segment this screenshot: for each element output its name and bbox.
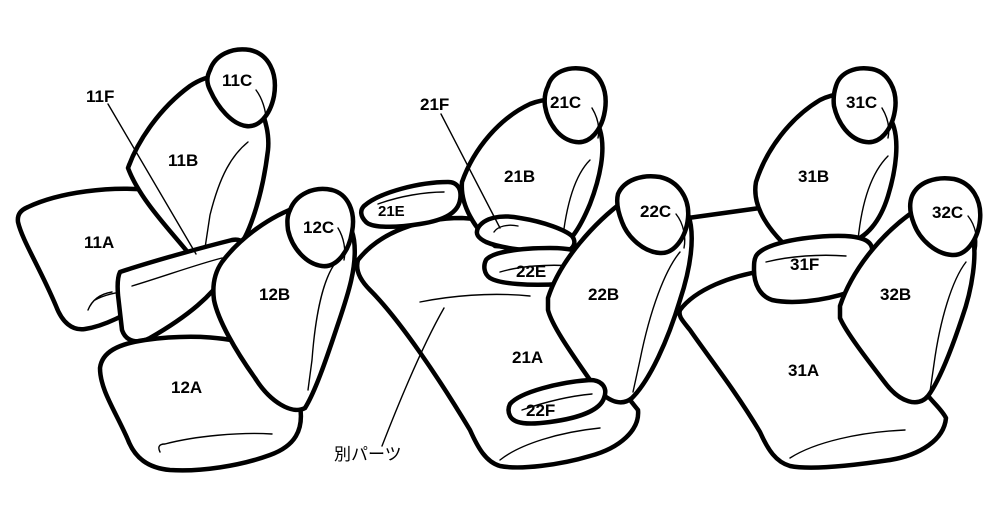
row3-seat-group	[677, 66, 983, 470]
label-11F: 11F	[86, 87, 114, 106]
label-21F-top: 21F	[420, 95, 449, 114]
seat-32B	[837, 203, 977, 405]
label-31B: 31B	[798, 167, 829, 186]
seat-22F	[506, 377, 608, 426]
label-12C: 12C	[303, 218, 334, 237]
leader-21F	[440, 113, 501, 229]
label-22F: 22F	[526, 401, 555, 420]
leader-11F	[107, 103, 197, 255]
label-32C: 32C	[932, 203, 963, 222]
seat-21E	[359, 179, 463, 229]
label-22C: 22C	[640, 202, 671, 221]
label-21B: 21B	[504, 167, 535, 186]
row2-seat-group	[354, 66, 694, 470]
seat-31C	[831, 66, 898, 145]
seat-21C	[542, 66, 608, 145]
leader-separate-parts	[381, 307, 445, 447]
label-31A: 31A	[788, 361, 819, 380]
seat-12C	[285, 186, 356, 269]
label-21C: 21C	[550, 93, 581, 112]
label-12A: 12A	[171, 378, 202, 397]
label-22B: 22B	[588, 285, 619, 304]
label-31F: 31F	[790, 255, 819, 274]
label-11B: 11B	[168, 151, 198, 170]
seat-11C	[205, 47, 278, 129]
label-11A: 11A	[84, 233, 114, 252]
label-22E: 22E	[516, 262, 546, 281]
label-32B: 32B	[880, 285, 911, 304]
seat-22C	[614, 174, 691, 256]
seat-11F	[115, 237, 247, 344]
label-11C: 11C	[222, 71, 252, 90]
row1-seat-group	[15, 47, 357, 473]
label-21E: 21E	[378, 203, 405, 220]
seat-32C	[908, 176, 983, 258]
callout-separate-parts: 別パーツ	[334, 445, 402, 465]
label-21A: 21A	[512, 348, 543, 367]
label-12B: 12B	[259, 285, 290, 304]
label-31C: 31C	[846, 93, 877, 112]
